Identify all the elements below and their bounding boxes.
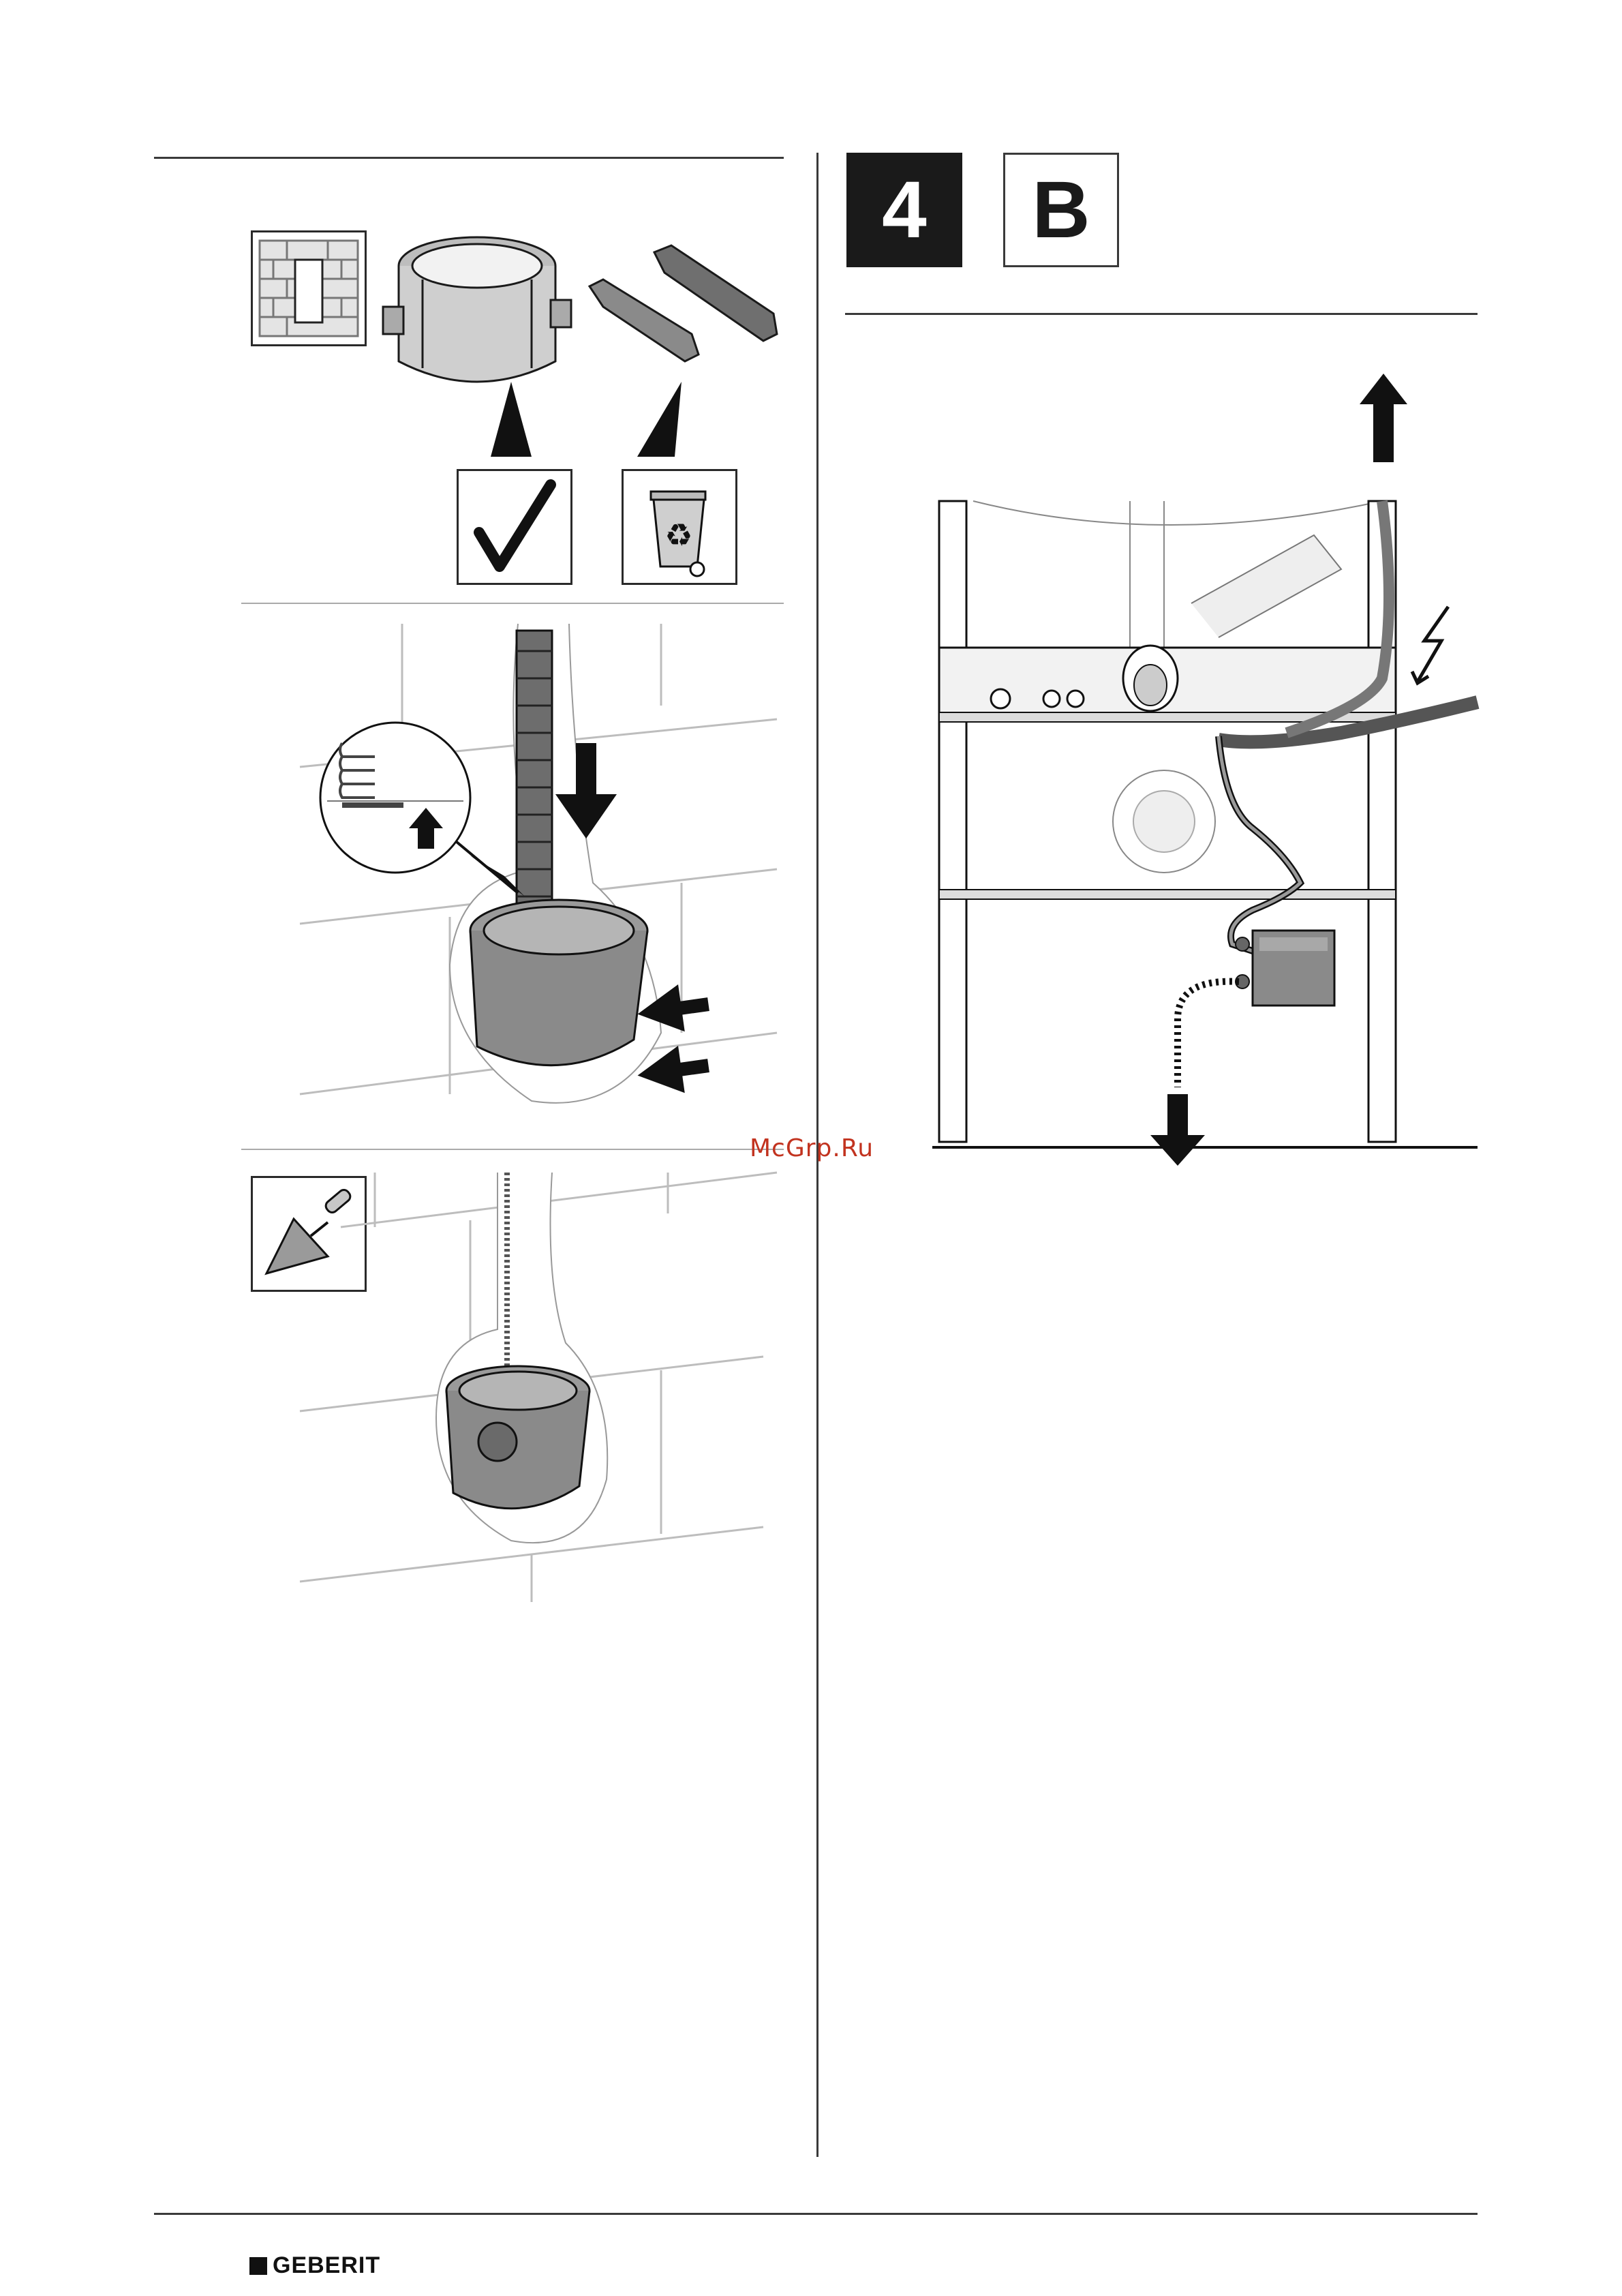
left-section-rule-1 bbox=[241, 603, 784, 604]
brand-logo: GEBERIT bbox=[249, 2252, 380, 2279]
left-section-rule-2 bbox=[241, 1149, 784, 1150]
mounting-brackets-illustration bbox=[590, 239, 787, 389]
brand-name: GEBERIT bbox=[273, 2252, 380, 2279]
footer-rule bbox=[154, 2213, 1478, 2215]
watermark: McGrp.Ru bbox=[750, 1134, 874, 1162]
left-top-rule bbox=[154, 157, 784, 159]
arrow-up-icon bbox=[1356, 374, 1411, 462]
wall-brick-icon bbox=[251, 230, 367, 346]
plastered-box-illustration bbox=[300, 1173, 777, 1602]
right-top-rule bbox=[845, 313, 1478, 315]
brand-square-icon bbox=[249, 2257, 267, 2275]
recycle-bin-icon: ♻ bbox=[622, 469, 737, 585]
callout-pointers bbox=[477, 382, 682, 464]
checkmark-icon bbox=[457, 469, 572, 585]
step-number-badge: 4 bbox=[846, 153, 962, 267]
conduit-insertion-illustration bbox=[300, 624, 777, 1142]
installation-frame-illustration bbox=[932, 501, 1478, 1155]
svg-text:♻: ♻ bbox=[664, 517, 692, 554]
step-variant-badge: B bbox=[1003, 153, 1119, 267]
